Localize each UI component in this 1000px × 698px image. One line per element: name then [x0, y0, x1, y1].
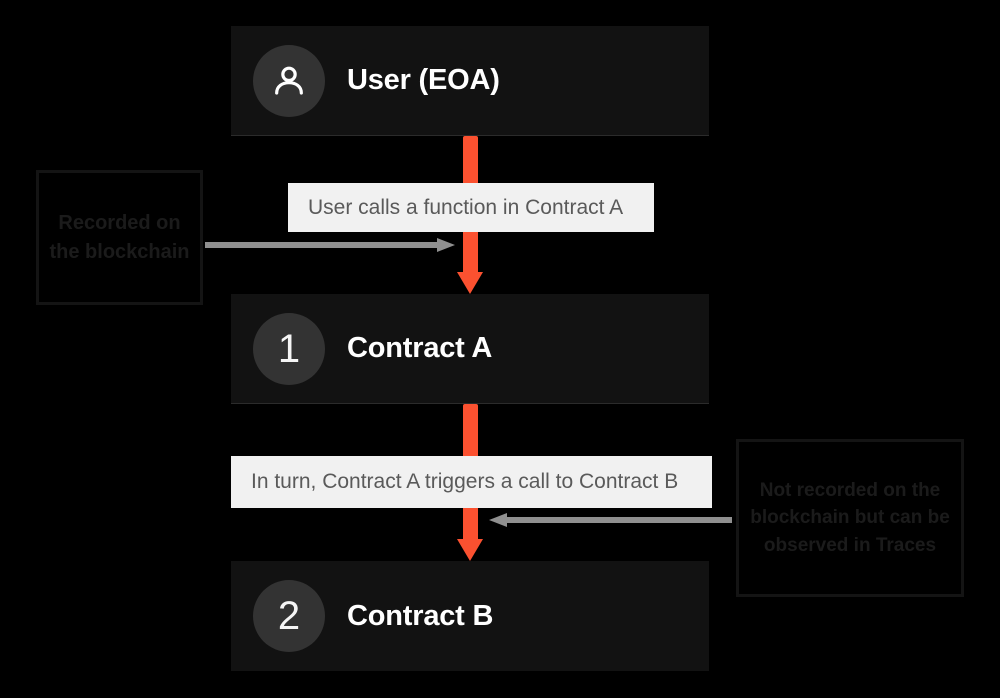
step-number-badge: 2: [253, 580, 325, 652]
arrow-head: [489, 513, 507, 527]
annotation-recorded-on-blockchain: Recorded on the blockchain: [36, 170, 203, 305]
annotation-text: Not recorded on the blockchain but can b…: [750, 479, 950, 556]
node-contract-b: 2 Contract B: [231, 561, 709, 671]
node-contract-b-label: Contract B: [347, 599, 494, 632]
edge-label-contract-a-triggers-contract-b: In turn, Contract A triggers a call to C…: [231, 456, 712, 508]
edge-label-user-calls-contract-a: User calls a function in Contract A: [288, 183, 654, 232]
arrow-head: [437, 238, 455, 252]
user-icon: [253, 44, 325, 117]
arrow-shaft: [205, 242, 437, 248]
arrow-shaft: [507, 517, 732, 523]
node-user: User (EOA): [231, 26, 709, 136]
pointer-arrow-right: [489, 513, 732, 527]
annotation-not-recorded-traces: Not recorded on the blockchain but can b…: [736, 439, 964, 597]
step-number-badge: 1: [253, 312, 325, 385]
node-contract-a-label: Contract A: [347, 332, 493, 364]
node-user-label: User (EOA): [347, 64, 500, 96]
annotation-text: Recorded on the blockchain: [49, 211, 190, 263]
pointer-arrow-left: [205, 238, 455, 252]
arrow-head: [457, 272, 483, 294]
node-contract-a: 1 Contract A: [231, 294, 709, 404]
arrow-head: [457, 539, 483, 561]
